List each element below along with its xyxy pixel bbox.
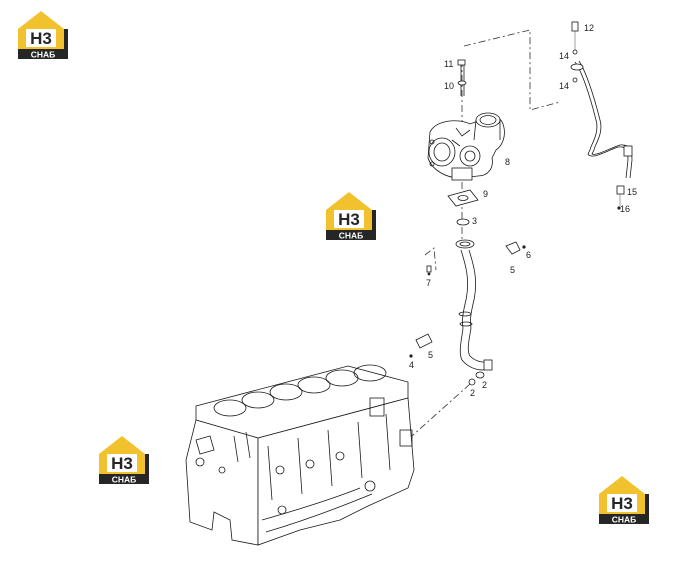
logo-brand-text: СНАБ (112, 475, 137, 485)
oil-drain-tube (458, 249, 493, 371)
callout-14: 14 (559, 81, 569, 91)
callout-16: 16 (620, 204, 630, 214)
watermark-logo: Н3 СНАБ (322, 190, 376, 240)
turbocharger (427, 112, 505, 181)
logo-brand-text: СНАБ (339, 231, 364, 241)
bolt-assembly (457, 59, 467, 96)
fasteners (409, 241, 526, 386)
logo-badge-icon: Н3 СНАБ (326, 192, 376, 241)
logo-brand-text: СНАБ (612, 515, 637, 525)
watermark-logo: Н3 СНАБ (595, 474, 649, 524)
cylinder-block (185, 364, 415, 546)
logo-brand-text: СНАБ (31, 50, 56, 60)
logo-badge-icon: Н3 СНАБ (599, 476, 649, 525)
logo-badge-icon: Н3 СНАБ (18, 11, 68, 60)
callout-9: 9 (483, 189, 488, 199)
callout-5: 5 (510, 265, 515, 275)
watermark-logo: Н3 СНАБ (95, 434, 149, 484)
oil-feed-tube (570, 21, 633, 210)
callout-10: 10 (444, 81, 454, 91)
watermark-logo: Н3 СНАБ (14, 9, 68, 59)
callout-12: 12 (584, 23, 594, 33)
logo-mark-text: Н3 (611, 494, 633, 513)
logo-mark-text: Н3 (111, 454, 133, 473)
callout-15: 15 (627, 187, 637, 197)
callout-14: 14 (559, 51, 569, 61)
logo-badge-icon: Н3 СНАБ (99, 436, 149, 485)
callout-2: 2 (482, 380, 487, 390)
callout-8: 8 (505, 157, 510, 167)
callout-11: 11 (444, 59, 453, 69)
callout-2: 2 (470, 388, 475, 398)
gaskets (447, 189, 479, 249)
callout-5: 5 (428, 350, 433, 360)
callout-3: 3 (472, 216, 477, 226)
callout-6: 6 (526, 250, 531, 260)
logo-mark-text: Н3 (30, 29, 52, 48)
callout-7: 7 (426, 278, 431, 288)
logo-mark-text: Н3 (338, 210, 360, 229)
leader-lines (411, 29, 561, 437)
callout-labels: 12 14 14 11 10 8 9 3 15 16 6 5 7 5 4 2 2 (409, 23, 637, 398)
callout-4: 4 (409, 360, 414, 370)
